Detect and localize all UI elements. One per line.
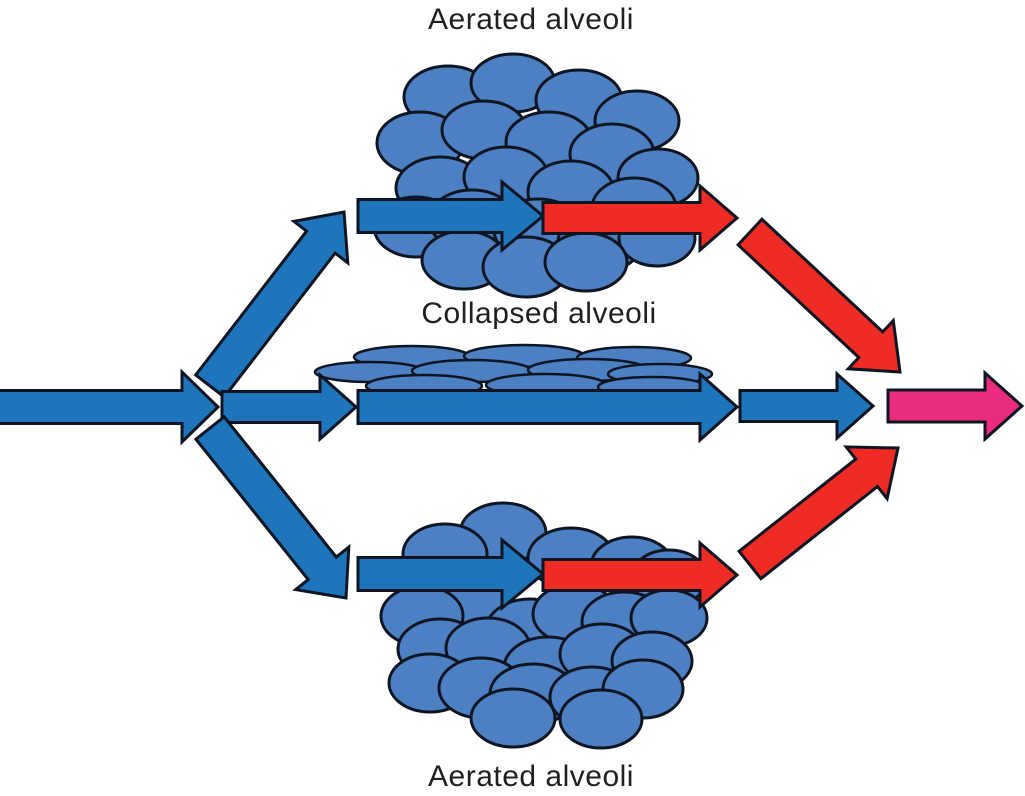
mixed-blood-outflow-arrow [886,369,1025,443]
top-oxygenated-diagonal-arrow [735,217,902,374]
middle-shunt-arrow-2 [738,370,876,442]
alveolus [469,687,557,749]
aerated-alveoli-bottom-cluster [379,501,709,750]
label-collapsed-alveoli: Collapsed alveoli [421,297,657,330]
label-aerated-alveoli-top: Aerated alveoli [428,3,634,36]
middle-shunt-arrow [356,370,740,444]
top-deoxygenated-arrow [356,178,546,254]
bottom-deoxygenated-arrow [356,536,546,612]
upper-branch-arrow [193,210,350,400]
middle-branch-arrow [220,371,359,443]
bottom-oxygenated-arrow [541,539,740,611]
bottom-oxygenated-diagonal-arrow [736,445,900,581]
alveolus [543,231,629,293]
collapsed-alveoli-cluster [313,343,714,399]
lower-branch-arrow [193,414,351,600]
aerated-alveoli-top-cluster [372,52,700,299]
label-aerated-alveoli-bottom: Aerated alveoli [428,760,634,793]
top-oxygenated-arrow [541,182,740,254]
alveolus [558,688,644,750]
inflow-arrow [0,368,221,446]
